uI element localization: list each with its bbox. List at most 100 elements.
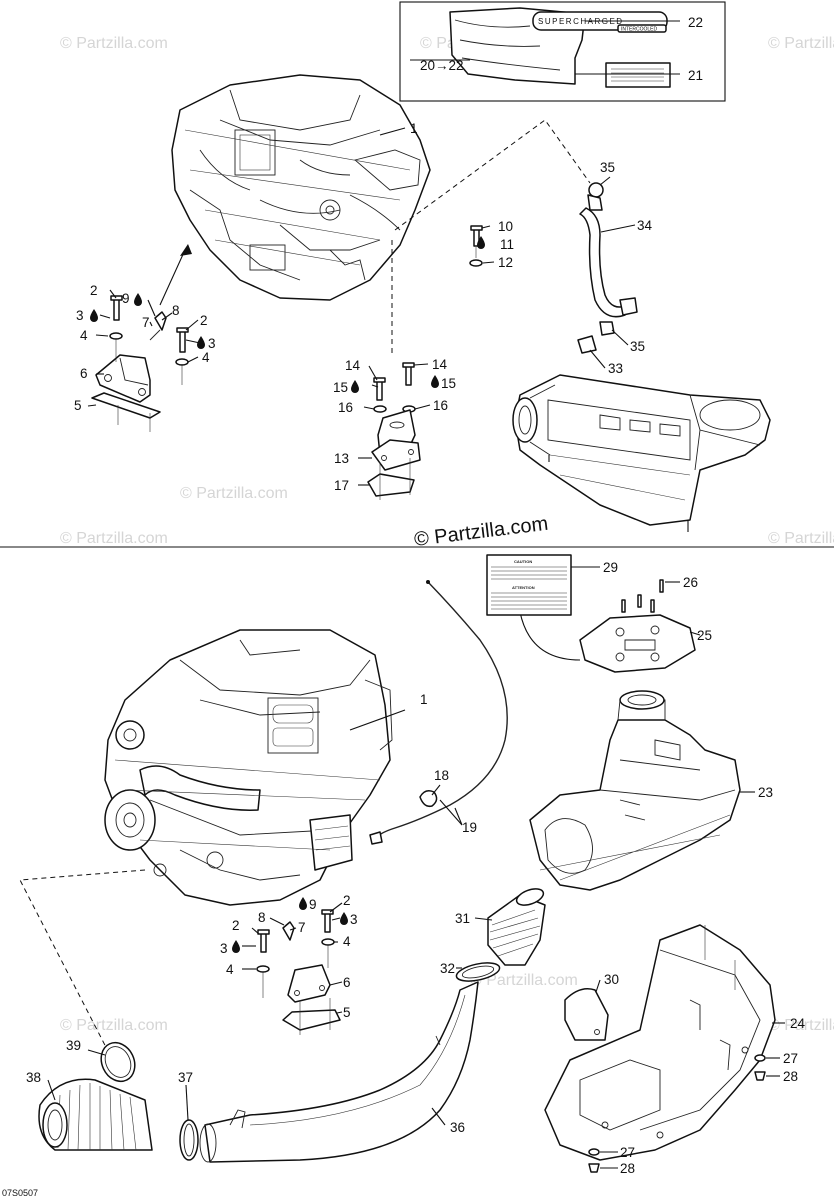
vent-hose [577, 182, 638, 354]
callout-number: 10 [498, 219, 513, 234]
callout-number: 24 [790, 1016, 806, 1031]
callout-numbers: 1 20→22 22 21 35 34 10 11 12 35 33 2 9 8… [2, 15, 806, 1198]
callout-number: 7 [298, 920, 306, 935]
callout-number: 8 [172, 303, 180, 318]
callout-number: 5 [74, 398, 82, 413]
motor-mount-left-top [91, 295, 189, 432]
callout-number: 25 [697, 628, 712, 643]
callout-number: 28 [620, 1161, 635, 1176]
screw-10 [469, 225, 483, 267]
callout-number: 19 [462, 820, 477, 835]
watermarks: © Partzilla.com © Partzilla.com © Partzi… [60, 35, 834, 1034]
callout-number: 20→22 [420, 58, 464, 73]
callout-number: 3 [208, 336, 216, 351]
oil-drop-icon [197, 336, 205, 349]
svg-text:ATTENTION: ATTENTION [512, 585, 535, 590]
callout-number: 32 [440, 961, 455, 976]
callout-number: 15 [441, 376, 456, 391]
intake-hose-36 [199, 981, 479, 1163]
callout-number: 37 [178, 1070, 193, 1085]
air-box-tray [544, 924, 776, 1161]
callout-number: 34 [637, 218, 653, 233]
callout-number: 17 [334, 478, 349, 493]
watermark-text: © Partzilla.com [470, 972, 578, 989]
leader-arrow [159, 249, 186, 306]
clamp-39 [100, 1041, 136, 1083]
fasteners-27-28 [588, 1054, 766, 1173]
svg-text:INTERCOOLED: INTERCOOLED [621, 27, 658, 33]
watermark-text: © Partzilla.com [768, 1017, 834, 1034]
callout-number: 4 [226, 962, 234, 977]
engine-top [171, 74, 431, 301]
oil-drop-icon [299, 897, 307, 910]
oil-drop-icon [477, 236, 485, 249]
watermark-text: © Partzilla.com [768, 35, 834, 52]
callout-number: 6 [343, 975, 351, 990]
callout-number: 23 [758, 785, 773, 800]
callout-number: 30 [604, 972, 619, 987]
callout-number: 14 [345, 358, 361, 373]
flame-arrestor-hose [38, 1078, 153, 1151]
callout-number: 4 [80, 328, 88, 343]
callout-number: 14 [432, 357, 448, 372]
callout-number: 2 [90, 283, 98, 298]
loctite-drop-icons [90, 236, 485, 953]
callout-number: 22 [688, 15, 703, 30]
diagram-code: 07S0507 [2, 1188, 38, 1198]
decal-inset-box: SUPERCHARGED INTERCOOLED [399, 1, 726, 102]
warning-decal [605, 62, 671, 88]
callout-number: 3 [220, 941, 228, 956]
callout-number: 27 [783, 1051, 798, 1066]
clamp-32 [455, 962, 501, 982]
oil-drop-icon [134, 293, 142, 306]
callout-number: 2 [343, 893, 351, 908]
callout-number: 33 [608, 361, 623, 376]
oil-drop-icon [351, 380, 359, 393]
supercharged-decal: SUPERCHARGED INTERCOOLED [532, 11, 668, 33]
watermark-main: © Partzilla.com [413, 513, 549, 551]
callout-number: 28 [783, 1069, 798, 1084]
callout-number: 3 [76, 308, 84, 323]
watermark-text: © Partzilla.com [60, 1017, 168, 1034]
callout-number: 39 [66, 1038, 81, 1053]
callout-number: 6 [80, 366, 88, 381]
leader-dashed [19, 869, 146, 1056]
callout-number: 3 [350, 912, 358, 927]
callout-number: 16 [433, 398, 448, 413]
callout-number: 5 [343, 1005, 351, 1020]
callout-number: 27 [620, 1145, 635, 1160]
intake-adaptor [519, 579, 696, 673]
callout-leaders [47, 176, 785, 1169]
callout-number: 16 [338, 400, 353, 415]
air-intake-silencer-top [512, 374, 771, 532]
callout-number: 26 [683, 575, 698, 590]
callout-number: 4 [343, 934, 351, 949]
oil-drop-icon [232, 940, 240, 953]
callout-number: 29 [603, 560, 618, 575]
callout-number: 9 [309, 897, 317, 912]
callout-number: 35 [600, 160, 615, 175]
callout-number: 8 [258, 910, 266, 925]
callout-number: 12 [498, 255, 513, 270]
callout-number: 7 [142, 315, 150, 330]
watermark-text: © Partzilla.com [768, 530, 834, 547]
oil-drop-icon [90, 309, 98, 322]
callout-number: 1 [420, 692, 428, 707]
callout-number: 36 [450, 1120, 465, 1135]
rubber-boot [487, 888, 546, 966]
svg-text:CAUTION: CAUTION [514, 559, 532, 564]
oil-drop-icon [340, 912, 348, 925]
cover-30 [564, 988, 609, 1041]
leader-dashed [394, 119, 591, 231]
callout-number: 35 [630, 339, 645, 354]
caution-decal: CAUTION ATTENTION [486, 554, 572, 616]
air-intake-box [529, 690, 741, 891]
watermark-text: © Partzilla.com [180, 485, 288, 502]
motor-mount-bottom [256, 909, 341, 1035]
callout-number: 2 [232, 918, 240, 933]
callout-number: 11 [500, 237, 514, 252]
callout-number: 2 [200, 313, 208, 328]
watermark-text: © Partzilla.com [60, 35, 168, 52]
callout-number: 38 [26, 1070, 41, 1085]
